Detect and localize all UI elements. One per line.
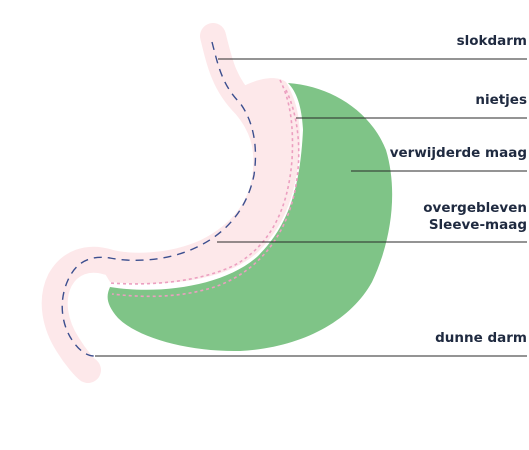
- staple-line-outer: [111, 89, 300, 298]
- removed-stomach-shape: [107, 83, 393, 352]
- label-overgebleven-sleeve-maag: overgebleven Sleeve-maag: [423, 200, 527, 233]
- centerline-dashes: [61, 41, 257, 357]
- sleeve-stomach-shape: [41, 23, 300, 383]
- label-dunne-darm: dunne darm: [435, 330, 527, 346]
- staple-line: [109, 79, 294, 285]
- label-nietjes: nietjes: [475, 92, 527, 108]
- label-slokdarm: slokdarm: [456, 33, 527, 49]
- label-verwijderde-maag: verwijderde maag: [389, 145, 527, 161]
